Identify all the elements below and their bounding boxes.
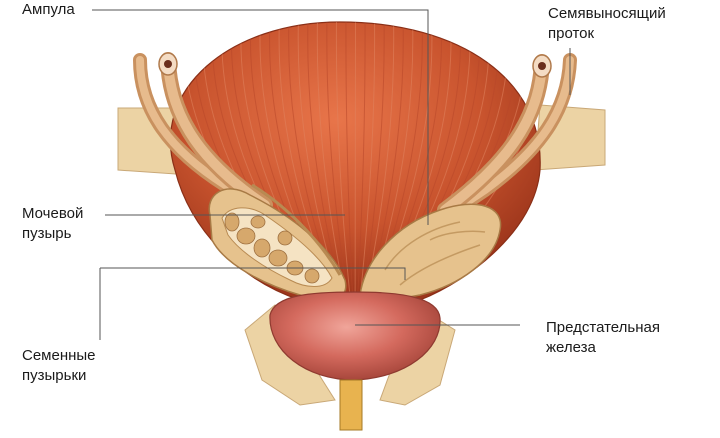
label-prostate: Предстательная железа [546,318,660,358]
label-vas-deferens: Семявыносящий проток [548,4,666,44]
label-ampula: Ампула [22,0,75,20]
label-bladder: Мочевой пузырь [22,204,83,244]
label-seminal-vesicles: Семенные пузырьки [22,346,96,386]
prostate [270,292,440,430]
